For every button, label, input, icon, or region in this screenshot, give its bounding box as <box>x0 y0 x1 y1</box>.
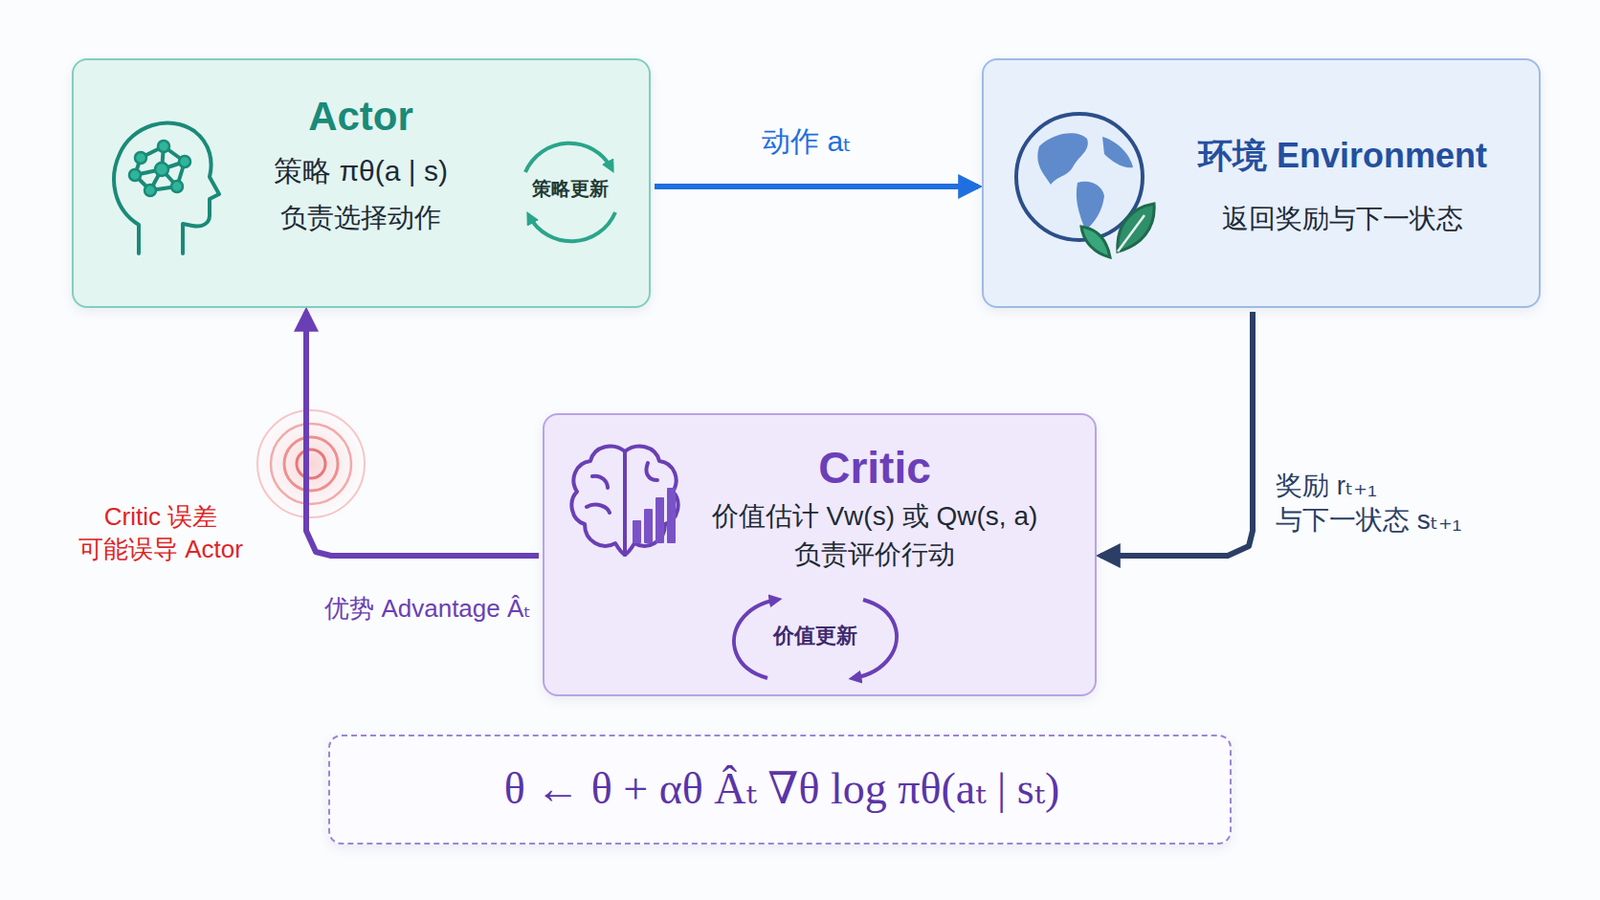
text-column: 策略更新 <box>512 177 628 200</box>
icon-part <box>632 520 642 544</box>
icon-part <box>586 451 658 556</box>
icon-part <box>644 509 653 544</box>
formula-box: θ ← θ + αθ Âₜ ∇θ log πθ(aₜ | sₜ) <box>328 734 1232 845</box>
icon-part <box>129 169 141 181</box>
edge-label: 优势 Advantage Âₜ <box>258 593 532 626</box>
icon-part <box>624 446 679 556</box>
node-text: 价值更新 <box>773 623 858 649</box>
icon-part <box>155 162 169 177</box>
icon-part <box>666 488 676 544</box>
flow-arrow <box>306 311 539 556</box>
icon-part <box>1076 181 1105 231</box>
cycle-badge: 策略更新 <box>512 134 628 250</box>
icon-part <box>113 123 220 254</box>
ripple-ring <box>284 437 338 491</box>
node-text: 返回奖励与下一状态 <box>1222 202 1464 236</box>
flow-arrow <box>1100 311 1253 556</box>
icon-part <box>144 184 156 197</box>
ripple-ring <box>270 423 352 505</box>
icon-part <box>1037 133 1088 185</box>
text-column: Critic 价值估计 Vw(s) 或 Qw(s, a) 负责评价行动 <box>678 442 1071 571</box>
node-text: 策略 πθ(a | s) <box>273 154 448 189</box>
text-column: Actor 策略 πθ(a | s) 负责选择动作 <box>198 92 524 235</box>
icon-part <box>157 140 170 153</box>
icon-part <box>1102 136 1134 168</box>
globe-icon <box>1010 108 1164 262</box>
node-title: 环境 Environment <box>1198 134 1488 177</box>
environment-box: 环境 Environment 返回奖励与下一状态 <box>981 58 1541 309</box>
icon-part <box>178 155 191 168</box>
cycle-badge: 价值更新 <box>724 591 907 688</box>
icon-part <box>129 140 191 197</box>
critic-box: 价值更新 Critic 价值估计 Vw(s) 或 Qw(s, a) 负责评价行动 <box>542 413 1097 697</box>
icon-part <box>1117 215 1145 252</box>
node-text: 负责评价行动 <box>794 538 956 572</box>
icon-part <box>1081 226 1111 258</box>
icon-part <box>733 600 778 679</box>
icon-part <box>1117 203 1155 252</box>
text-column: 环境 Environment 返回奖励与下一状态 <box>1155 134 1530 236</box>
icon-part <box>134 152 147 164</box>
node-text: 负责选择动作 <box>280 201 442 235</box>
brain-chart-icon <box>565 438 690 573</box>
icon-part <box>655 497 665 544</box>
icon-part <box>525 143 612 173</box>
head-network-icon <box>100 108 235 262</box>
node-text: 策略更新 <box>532 177 609 200</box>
edge-label: 动作 aₜ <box>701 122 912 160</box>
icon-part <box>171 180 183 193</box>
text-column: 价值更新 <box>724 623 907 649</box>
actor-box: 策略更新 Actor 策略 πθ(a | s) 负责选择动作 <box>71 58 651 309</box>
icon-part <box>571 446 678 556</box>
node-text: 价值估计 Vw(s) 或 Qw(s, a) <box>711 500 1039 534</box>
icon-part <box>113 123 220 254</box>
edge-label: 奖励 rₜ₊₁ 与下一状态 sₜ₊₁ <box>1275 468 1482 539</box>
icon-part <box>853 600 897 679</box>
error-ripple <box>251 404 371 524</box>
node-title: Actor <box>308 92 414 141</box>
ripple-ring <box>257 410 365 518</box>
ripple-ring <box>296 449 326 479</box>
flow-arrow <box>654 183 978 190</box>
ripple-glow <box>251 404 371 524</box>
node-title: Critic <box>818 442 932 495</box>
icon-part <box>529 212 616 242</box>
icon-part <box>632 488 676 544</box>
warning-note: Critic 误差 可能误导 Actor <box>55 501 267 567</box>
node-text: θ ← θ + αθ Âₜ ∇θ log πθ(aₜ | sₜ) <box>504 762 1061 816</box>
text-column: θ ← θ + αθ Âₜ ∇θ log πθ(aₜ | sₜ) <box>349 762 1215 816</box>
icon-part <box>571 446 625 556</box>
